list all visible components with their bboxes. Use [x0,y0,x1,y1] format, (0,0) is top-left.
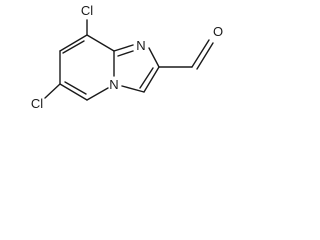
atom-o-carbonyl: O [213,24,223,39]
atom-label-layer: Cl Cl N N O [31,3,223,111]
bond-cho-o-inner [196,42,214,70]
bond-c2-c3 [143,66,160,93]
bond-layer [44,19,214,101]
bond-c8-c7-inner [62,40,85,54]
bond-c2-c3-inner [139,67,154,89]
atom-n-imine: N [136,38,145,53]
bond-c3-n4 [121,85,145,93]
bond-cho-o [191,39,210,68]
bond-c8a-c8 [86,34,115,52]
chemical-structure: Cl Cl N N O [31,3,223,111]
bond-c8-c7 [59,34,88,52]
bond-c6-cl [44,83,61,99]
bond-c8a-n1 [113,44,134,52]
bond-c6-c5 [59,83,88,101]
atom-cl-left: Cl [31,96,43,111]
bond-c6-c5-inner [64,81,87,95]
bond-c8a-n1-inner [117,50,134,57]
atom-n-bridge: N [109,77,118,92]
atom-cl-top: Cl [81,3,93,18]
bond-n1-c2 [148,47,160,68]
bond-c5-n4 [86,87,109,101]
